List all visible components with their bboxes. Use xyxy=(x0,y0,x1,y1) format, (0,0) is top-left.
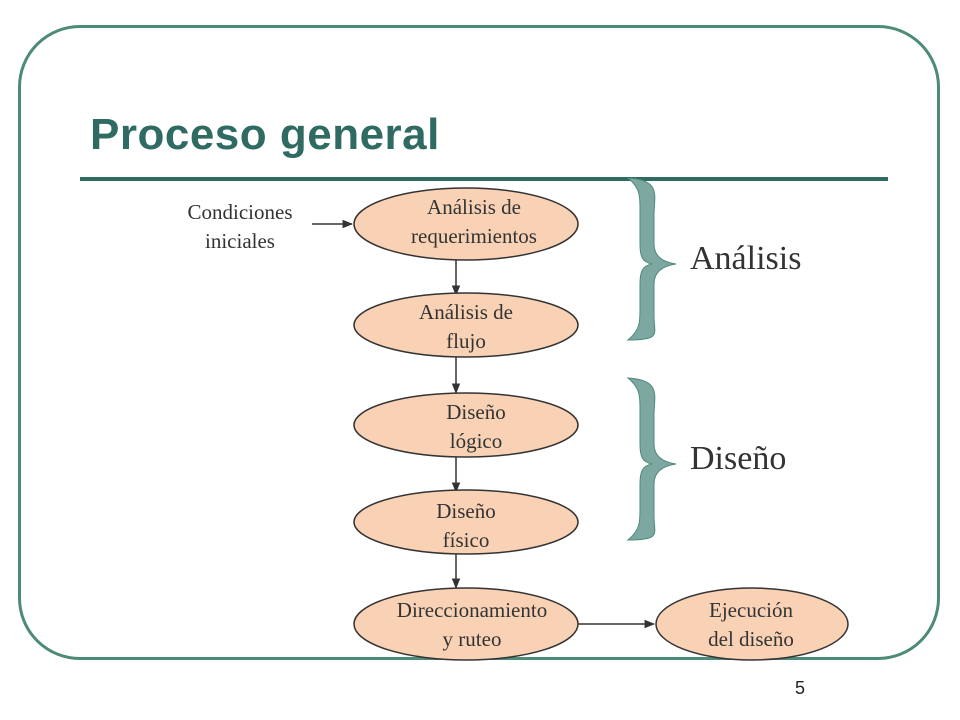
brace-analisis-icon xyxy=(626,177,677,341)
node-diseno-fisico xyxy=(353,489,579,555)
node-ruteo-line1: Direccionamiento xyxy=(396,598,548,622)
node-flujo-line1: Análisis de xyxy=(419,300,513,324)
input-line1: Condiciones xyxy=(187,200,293,224)
input-condiciones-iniciales: Condiciones iniciales xyxy=(160,196,320,258)
page-title: Proceso general xyxy=(90,110,440,159)
node-ejecucion-diseno xyxy=(655,587,849,661)
node-diseno-logico xyxy=(353,392,579,458)
node-logico-line2: lógico xyxy=(449,429,503,453)
group-label-diseno: Diseño xyxy=(690,440,787,477)
node-ejecucion-label: Ejecución del diseño xyxy=(656,594,846,656)
node-direccionamiento-ruteo xyxy=(353,587,579,661)
node-fisico-label: Diseño físico xyxy=(358,495,574,557)
node-fisico-line2: físico xyxy=(442,528,490,552)
node-req-line2: requerimientos xyxy=(411,224,537,248)
node-flujo-label: Análisis de flujo xyxy=(358,296,574,358)
node-analisis-flujo xyxy=(353,292,579,358)
node-req-line1: Análisis de xyxy=(427,195,521,219)
node-ruteo-label: Direccionamiento y ruteo xyxy=(362,594,582,656)
node-logico-line1: Diseño xyxy=(446,400,506,424)
group-label-analisis: Análisis xyxy=(690,240,802,277)
node-fisico-line1: Diseño xyxy=(436,499,496,523)
input-line2: iniciales xyxy=(205,229,275,253)
brace-diseno-icon xyxy=(626,377,677,541)
node-ejecucion-line1: Ejecución xyxy=(709,598,793,622)
node-ejecucion-line2: del diseño xyxy=(708,627,794,651)
page-number: 5 xyxy=(795,678,806,698)
node-ruteo-line2: y ruteo xyxy=(442,627,502,651)
title-underline xyxy=(80,177,888,181)
node-analisis-requerimientos xyxy=(353,187,579,261)
node-logico-label: Diseño lógico xyxy=(368,396,584,458)
node-req-label: Análisis de requerimientos xyxy=(366,191,582,253)
node-flujo-line2: flujo xyxy=(446,329,486,353)
